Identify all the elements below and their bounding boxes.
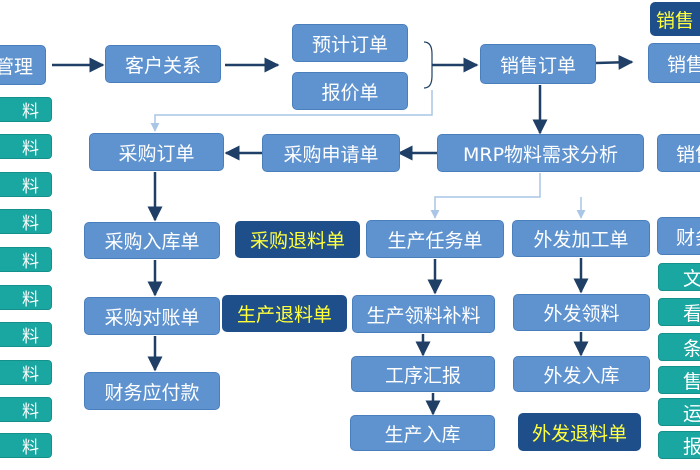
purchase-request-box: 采购申请单 [262, 134, 400, 172]
right-item-2: 看 [658, 298, 700, 326]
left-item-6: 料 [0, 285, 52, 310]
left-item-9: 料 [0, 397, 52, 422]
outsource-order-box: 外发加工单 [512, 220, 650, 257]
right-item-3: 条 [658, 333, 700, 361]
right-item-6: 报 [658, 431, 700, 459]
bracket-orders [423, 41, 433, 89]
production-receipt-box: 生产入库 [350, 415, 495, 451]
purchase-reconcile-box: 采购对账单 [84, 297, 220, 335]
purchase-order-box: 采购订单 [89, 133, 224, 171]
left-item-4: 料 [0, 209, 52, 234]
left-item-3: 料 [0, 172, 52, 197]
customer-relations-box: 客户关系 [105, 45, 221, 83]
left-item-2: 料 [0, 134, 52, 159]
outsource-receipt-box: 外发入库 [513, 356, 650, 392]
management-box: 管理 [0, 45, 46, 85]
arrow-sales-to-right [595, 54, 634, 70]
right-top-sales-box-1: 销售 [650, 2, 700, 36]
left-item-1: 料 [0, 97, 52, 122]
light-arrow-to-production [430, 173, 541, 219]
left-item-10: 料 [0, 433, 52, 458]
sales-order-box: 销售订单 [480, 44, 596, 84]
outsource-pick-box: 外发领料 [513, 294, 650, 331]
purchase-receipt-box: 采购入库单 [84, 222, 220, 259]
left-item-8: 料 [0, 360, 52, 385]
right-item-4: 售 [658, 366, 700, 394]
production-task-box: 生产任务单 [366, 220, 504, 258]
production-pick-box: 生产领料补料 [352, 295, 495, 333]
quotation-box: 报价单 [292, 72, 408, 110]
right-top-sales-box-2: 销售 [648, 43, 700, 83]
production-return-box: 生产退料单 [222, 295, 347, 332]
right-finance-box: 财务 [657, 217, 700, 255]
light-arrow-to-po [150, 90, 433, 132]
right-mid-sales-box: 销售 [657, 134, 700, 172]
left-item-5: 料 [0, 247, 52, 272]
left-item-7: 料 [0, 322, 52, 347]
mrp-box: MRP物料需求分析 [437, 134, 644, 172]
process-report-box: 工序汇报 [351, 356, 495, 392]
purchase-return-box: 采购退料单 [235, 221, 360, 258]
forecast-order-box: 预计订单 [292, 24, 408, 62]
outsource-return-box: 外发退料单 [518, 413, 641, 451]
right-item-1: 文 [658, 263, 700, 291]
accounts-payable-box: 财务应付款 [84, 372, 220, 410]
right-item-5: 运 [658, 398, 700, 426]
